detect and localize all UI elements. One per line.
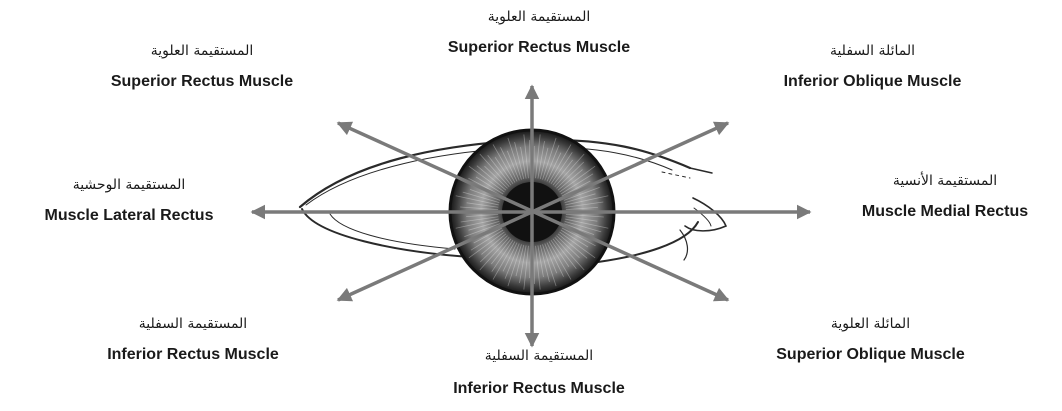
label-bottom: المستقيمة السفلية Inferior Rectus Muscle [408,347,670,399]
label-right-arabic: المستقيمة الأنسية [828,172,1062,190]
label-upper-left-arabic: المستقيمة العلوية [62,42,342,60]
label-left-arabic: المستقيمة الوحشية [0,176,258,194]
label-upper-left: المستقيمة العلوية Superior Rectus Muscle [62,42,342,92]
label-top-english: Superior Rectus Muscle [404,38,674,58]
label-upper-right: المائلة السفلية Inferior Oblique Muscle [740,42,1005,92]
label-left: المستقيمة الوحشية Muscle Lateral Rectus [0,176,258,226]
label-bottom-arabic: المستقيمة السفلية [408,347,670,365]
label-left-english: Muscle Lateral Rectus [0,206,258,226]
label-upper-left-english: Superior Rectus Muscle [62,72,342,92]
label-lower-right-english: Superior Oblique Muscle [728,345,1013,365]
label-right: المستقيمة الأنسية Muscle Medial Rectus [828,172,1062,222]
direction-arrows [252,86,810,346]
label-lower-left: المستقيمة السفلية Inferior Rectus Muscle [58,315,328,365]
label-top-arabic: المستقيمة العلوية [404,8,674,26]
label-lower-right: المائلة العلوية Superior Oblique Muscle [728,315,1013,365]
label-right-english: Muscle Medial Rectus [828,202,1062,222]
label-lower-left-arabic: المستقيمة السفلية [58,315,328,333]
label-upper-right-arabic: المائلة السفلية [740,42,1005,60]
label-lower-left-english: Inferior Rectus Muscle [58,345,328,365]
label-top: المستقيمة العلوية Superior Rectus Muscle [404,8,674,58]
label-bottom-english: Inferior Rectus Muscle [408,379,670,399]
label-upper-right-english: Inferior Oblique Muscle [740,72,1005,92]
label-lower-right-arabic: المائلة العلوية [728,315,1013,333]
